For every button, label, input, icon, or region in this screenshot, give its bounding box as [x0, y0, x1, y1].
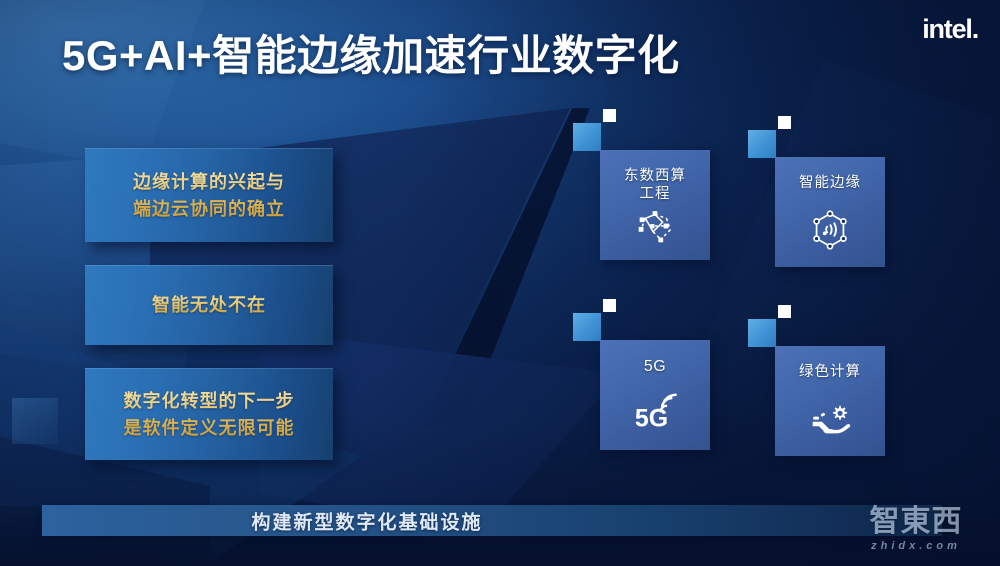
network-nodes-icon	[632, 203, 678, 249]
tile-label-line1: 东数西算	[624, 168, 686, 184]
bottom-banner: 构建新型数字化基础设施	[42, 505, 942, 536]
intel-logo: intel.	[922, 14, 979, 44]
statement-card-text: 数字化转型的下一步 是软件定义无限可能	[124, 388, 295, 440]
statement-card: 智能无处不在	[85, 265, 333, 345]
tile-corner-white-square	[778, 305, 791, 318]
hand-gear-icon	[807, 396, 853, 442]
tile-body: 绿色计算	[775, 346, 885, 456]
svg-text:5G: 5G	[635, 404, 668, 432]
statement-card-list: 边缘计算的兴起与 端边云协同的确立 智能无处不在 数字化转型的下一步 是软件定义…	[85, 148, 333, 460]
topic-tile-dongshuxisuan: 东数西算 工程	[573, 109, 710, 260]
statement-line-2: 端边云协同的确立	[133, 198, 285, 219]
tile-label-line1: 绿色计算	[799, 364, 861, 380]
tile-label-line1: 智能边缘	[799, 175, 861, 191]
statement-line-2: 是软件定义无限可能	[123, 417, 295, 438]
tile-corner-blue-square	[748, 130, 776, 158]
tile-corner-white-square	[778, 116, 791, 129]
tile-label-line2: 工程	[639, 186, 671, 203]
tile-label: 智能边缘	[799, 174, 861, 192]
topic-tile-green-computing: 绿色计算	[748, 305, 885, 456]
statement-card: 边缘计算的兴起与 端边云协同的确立	[85, 148, 333, 242]
tile-body: 5G 5G	[600, 340, 710, 450]
tile-corner-blue-square	[573, 123, 601, 151]
hexagon-signal-icon	[807, 207, 853, 253]
statement-line-1: 智能无处不在	[152, 295, 266, 316]
tile-body: 智能边缘	[775, 157, 885, 267]
tile-corner-white-square	[603, 109, 616, 122]
topic-tile-intelligent-edge: 智能边缘	[748, 116, 885, 267]
tile-label: 5G	[644, 357, 666, 377]
tile-corner-blue-square	[748, 319, 776, 347]
bottom-banner-text: 构建新型数字化基础设施	[251, 512, 483, 533]
5g-signal-icon: 5G	[632, 390, 678, 436]
statement-line-1: 数字化转型的下一步	[123, 391, 295, 412]
statement-card-text: 智能无处不在	[152, 292, 266, 318]
topic-tile-5g: 5G 5G	[573, 299, 710, 450]
statement-card-text: 边缘计算的兴起与 端边云协同的确立	[133, 169, 285, 221]
page-title: 5G+AI+智能边缘加速行业数字化	[62, 32, 680, 79]
statement-line-1: 边缘计算的兴起与	[133, 172, 285, 193]
tile-body: 东数西算 工程	[600, 150, 710, 260]
tile-label-line1: 5G	[643, 358, 667, 375]
tile-label: 绿色计算	[799, 363, 861, 381]
tile-corner-white-square	[603, 299, 616, 312]
tile-label: 东数西算 工程	[624, 167, 686, 203]
statement-card: 数字化转型的下一步 是软件定义无限可能	[85, 368, 333, 460]
tile-corner-blue-square	[573, 313, 601, 341]
